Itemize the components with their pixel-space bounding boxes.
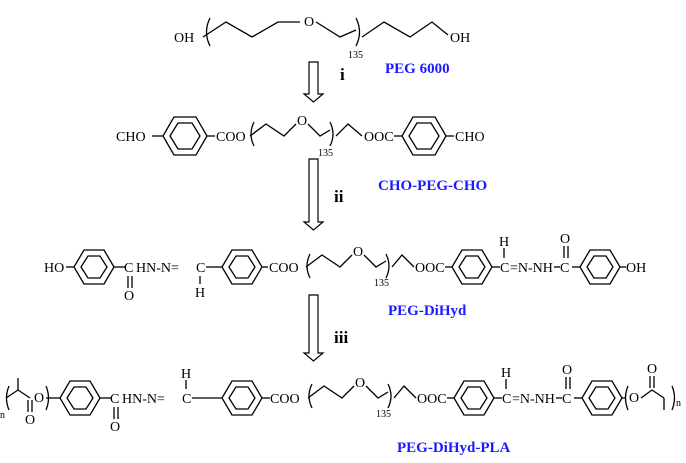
carbonyl-carbon-label: C: [560, 261, 569, 276]
carbonyl-carbon-label: C: [562, 392, 571, 407]
compound-name-peg-dihyd: PEG-DiHyd: [388, 303, 467, 319]
hydrazone-nnh-label: =N-NH: [510, 261, 553, 276]
repeat-count-n-left: n: [0, 410, 5, 421]
carbonyl-oxygen-label: O: [647, 362, 657, 377]
reaction-arrow-3: [302, 294, 325, 362]
ether-oxygen-label: O: [353, 245, 363, 260]
benzene-ring-icon: [162, 116, 208, 156]
step-label-i: i: [340, 65, 345, 84]
ester-ooc-label: OOC: [417, 392, 447, 407]
peg-6000-structure: OH O 135 OH: [174, 15, 470, 61]
imine-carbon-label: C: [500, 261, 509, 276]
compound-name-cho-peg-cho: CHO-PEG-CHO: [378, 178, 487, 194]
bracket-open: [624, 385, 629, 411]
benzene-ring-icon: [401, 116, 447, 156]
hydroxyl-label-left: HO: [44, 261, 64, 276]
ester-coo-label: COO: [216, 130, 246, 145]
peg-chain-right: [315, 21, 357, 38]
bracket-close: [671, 385, 676, 411]
bracket-open: [205, 17, 211, 47]
ester-coo-label: COO: [270, 392, 300, 407]
hydrazone-hnn-label: HN-N=: [136, 261, 179, 276]
ether-oxygen-label: O: [355, 376, 365, 391]
carbonyl-oxygen-label: O: [25, 413, 35, 428]
peg-chain-end: [361, 21, 449, 38]
carbonyl-oxygen-label: O: [562, 363, 572, 378]
ether-oxygen-label: O: [297, 114, 307, 129]
imine-carbon-label: C: [182, 392, 191, 407]
benzene-ring-icon: [221, 380, 263, 416]
ether-oxygen-label: O: [304, 15, 314, 30]
hydrazone-nnh-label: =N-NH: [512, 392, 555, 407]
benzene-ring-icon: [451, 249, 493, 285]
ester-oxygen-label: O: [629, 391, 639, 406]
ester-ooc-label: OOC: [364, 130, 394, 145]
compound-name-peg6000: PEG 6000: [385, 61, 450, 77]
imine-hydrogen-label: H: [195, 286, 205, 301]
step-label-ii: ii: [334, 187, 344, 206]
repeat-count-135: 135: [376, 409, 391, 420]
peg-chain-left: [202, 21, 300, 38]
step-label-iii: iii: [334, 328, 348, 347]
aldehyde-label-left: CHO: [116, 130, 146, 145]
imine-hydrogen-label: H: [501, 366, 511, 381]
peg-dihyd-pla-structure: n O O C O HN-N= C H COO O 135: [0, 362, 681, 435]
carbonyl-oxygen-label: O: [560, 232, 570, 247]
imine-carbon-label: C: [502, 392, 511, 407]
benzene-ring-icon: [59, 380, 101, 416]
carbonyl-oxygen-label: O: [124, 289, 134, 304]
bracket-close: [355, 17, 361, 47]
benzene-ring-icon: [73, 249, 115, 285]
ester-oxygen-label: O: [34, 391, 44, 406]
ester-ooc-label: OOC: [415, 261, 445, 276]
hydrazone-hnn-label: HN-N=: [122, 392, 165, 407]
repeat-count-n-right: n: [676, 398, 681, 409]
hydroxyl-label-right: OH: [626, 261, 646, 276]
repeat-count-135: 135: [318, 148, 333, 159]
carbonyl-carbon-label: C: [124, 261, 133, 276]
imine-hydrogen-label: H: [499, 235, 509, 250]
benzene-ring-icon: [581, 380, 623, 416]
compound-name-peg-dihyd-pla: PEG-DiHyd-PLA: [397, 440, 511, 456]
reaction-arrow-2: [302, 158, 325, 231]
reaction-arrow-1: [302, 61, 325, 103]
peg-dihyd-structure: HO C O HN-N= C H COO O 135 OOC: [44, 232, 646, 304]
benzene-ring-icon: [453, 380, 495, 416]
repeat-count-135: 135: [348, 50, 363, 61]
carbonyl-carbon-label: C: [110, 392, 119, 407]
benzene-ring-icon: [221, 249, 263, 285]
imine-carbon-label: C: [196, 261, 205, 276]
cho-peg-cho-structure: CHO COO O 135 OOC CHO: [116, 114, 485, 159]
aldehyde-label-right: CHO: [455, 130, 485, 145]
ester-coo-label: COO: [269, 261, 299, 276]
repeat-count-135: 135: [374, 278, 389, 289]
hydroxyl-label-right: OH: [450, 31, 470, 46]
hydroxyl-label-left: OH: [174, 31, 194, 46]
carbonyl-oxygen-label: O: [110, 420, 120, 435]
imine-hydrogen-label: H: [181, 367, 191, 382]
benzene-ring-icon: [579, 249, 621, 285]
